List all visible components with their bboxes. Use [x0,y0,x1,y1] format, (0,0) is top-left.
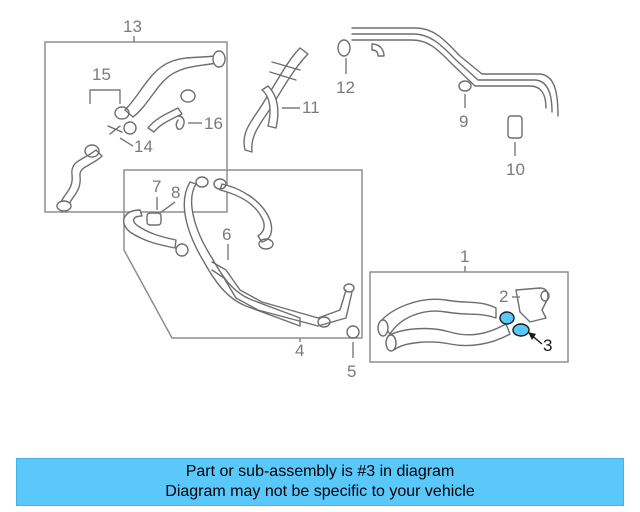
callout-14: 14 [134,137,153,156]
clamp-15b [84,144,100,158]
hose-1b-end [385,334,397,352]
pipe-6-end [343,283,355,293]
pipe-3 [351,27,559,117]
clamp-5 [346,325,360,339]
callout-1: 1 [460,247,469,266]
assembly-4: 4 7 8 6 [122,169,363,360]
assembly-1-frame [369,271,569,363]
hose-1a [379,298,497,335]
connector-2-port [540,290,550,302]
callout-3: 3 [543,336,552,355]
callout-8: 8 [171,183,180,202]
assembly-1: 1 2 3 [369,247,569,363]
hose-curve [219,183,273,243]
callout-5: 5 [347,362,356,381]
bracket-10 [507,115,523,139]
hose-1b [387,323,511,351]
info-banner: Part or sub-assembly is #3 in diagram Di… [16,458,624,506]
connector-14 [107,125,123,135]
pipe-2 [351,33,553,113]
hose-lower-cap [56,200,72,212]
clamp-6 [258,238,274,250]
clamp-15a [114,106,130,120]
callout-6: 6 [222,225,231,244]
hose-small [147,107,183,133]
clamp-9 [458,80,472,92]
leader-14 [119,137,134,147]
hose-7 [122,209,177,249]
callout-9: 9 [459,112,468,131]
leader-8 [159,201,176,214]
clamp-top-b [213,178,227,190]
highlighted-part-3a [499,311,515,325]
clamp-14 [123,121,137,135]
callout-16: 16 [204,114,223,133]
leader-15 [89,89,121,104]
pipe-1 [351,39,547,109]
callout-13: 13 [123,17,142,36]
leader-3-arrowhead [528,332,536,340]
callout-11: 11 [302,98,320,117]
callout-7: 7 [152,177,161,196]
part-12: 12 [336,39,355,97]
clamp-11 [269,61,301,81]
hose-end-cap [212,50,226,68]
parts-diagram: 13 15 14 16 11 12 [44,17,569,381]
callout-4: 4 [295,341,304,360]
callout-10: 10 [506,160,525,179]
clamp-7 [175,243,189,257]
banner-line-1: Part or sub-assembly is #3 in diagram [185,463,455,480]
hose-1a-end [377,319,389,337]
callout-2: 2 [499,287,508,306]
banner-line-2: Diagram may not be specific to your vehi… [165,483,475,500]
clamp-8 [146,212,162,226]
pipe-6-joint [317,316,331,328]
hose-upper [124,55,217,118]
hose-main [183,181,301,327]
highlighted-part-3b [512,323,530,337]
assembly-13: 13 15 14 16 [44,17,228,213]
pipe-assembly: 9 10 [351,27,559,179]
clamp-small [180,89,196,103]
callout-12: 12 [336,78,355,97]
callout-15: 15 [92,65,111,84]
part-16 [175,115,185,130]
hose-11 [243,47,309,153]
hose-11b [261,85,279,129]
hose-lower [59,149,103,208]
connector-2 [515,287,549,323]
pipe-coupler [371,43,385,57]
clamp-12 [337,39,351,57]
pipe-6 [211,261,353,327]
part-5: 5 [346,325,360,381]
part-11: 11 [243,47,320,153]
clamp-top-a [195,176,209,188]
